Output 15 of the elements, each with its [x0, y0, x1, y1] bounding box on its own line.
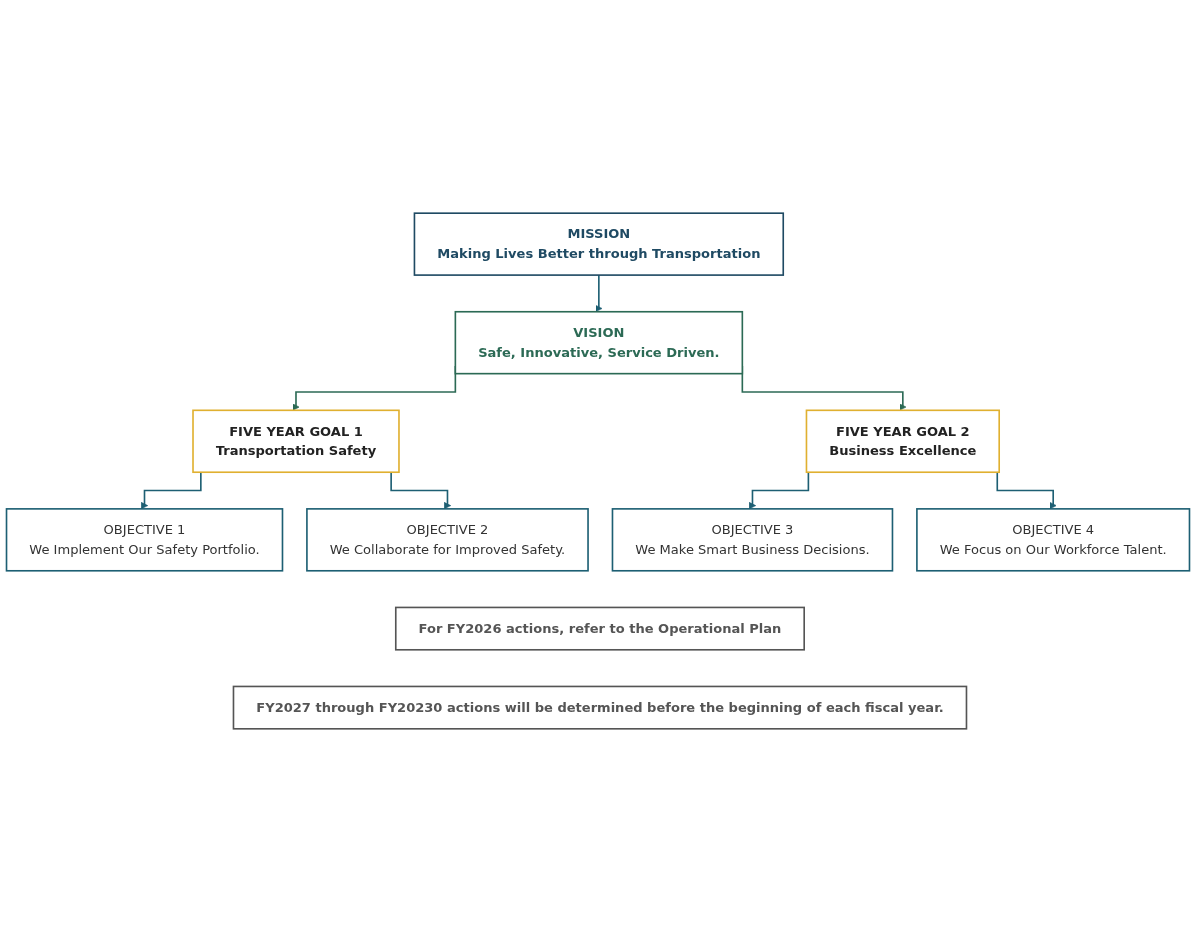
arrow [390, 471, 452, 510]
arrow [748, 471, 810, 510]
node-box: MISSION Making Lives Better through Transportation [413, 212, 785, 276]
node-box: FIVE YEAR GOAL 1 Transportation Safety [192, 409, 400, 474]
node-box: OBJECTIVE 4 We Focus on Our Workforce Talent. [916, 508, 1191, 572]
arrow [595, 274, 603, 313]
node-box: VISION Safe, Innovative, Service Driven. [454, 310, 744, 375]
node-box: OBJECTIVE 2 We Collaborate for Improved Safety. [306, 508, 589, 572]
node-box: For FY2026 actions, refer to the Operational Plan [394, 606, 805, 651]
node-box: FY2027 through FY20230 actions will be determined before the beginning of each fiscal year. [232, 685, 968, 730]
node-box: FIVE YEAR GOAL 2 Business Excellence [805, 409, 1000, 474]
arrow [140, 471, 202, 510]
node-box: OBJECTIVE 1 We Implement Our Safety Portfolio. [5, 508, 284, 572]
node-box: OBJECTIVE 3 We Make Smart Business Decisions. [611, 508, 894, 572]
arrow [996, 471, 1057, 510]
